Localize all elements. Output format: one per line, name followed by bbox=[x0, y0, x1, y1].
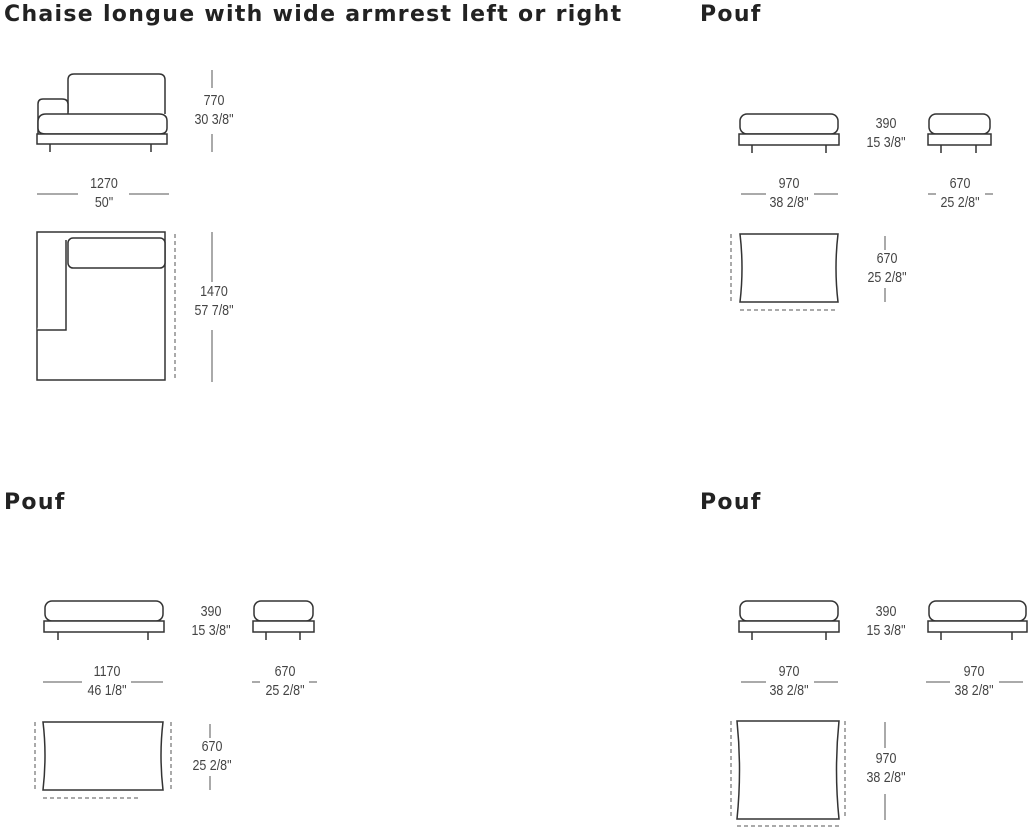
pouf-3-side-view bbox=[927, 600, 1028, 640]
pouf-1-front-view bbox=[738, 113, 840, 153]
pouf-1-top-view bbox=[730, 233, 839, 311]
pouf-1-title: Pouf bbox=[700, 2, 762, 27]
chaise-front-view bbox=[36, 73, 168, 152]
pouf-3-top-view bbox=[730, 720, 846, 827]
pouf-1-side-view bbox=[927, 113, 992, 153]
pouf-3-front-view bbox=[738, 600, 840, 640]
pouf-2-top-view bbox=[34, 721, 172, 799]
chaise-title: Chaise longue with wide armrest left or … bbox=[4, 2, 623, 27]
chaise-top-view bbox=[36, 231, 176, 381]
pouf-3-title: Pouf bbox=[700, 490, 762, 515]
pouf-2-side-view bbox=[252, 600, 315, 640]
pouf-2-title: Pouf bbox=[4, 490, 66, 515]
pouf-2-front-view bbox=[43, 600, 165, 640]
